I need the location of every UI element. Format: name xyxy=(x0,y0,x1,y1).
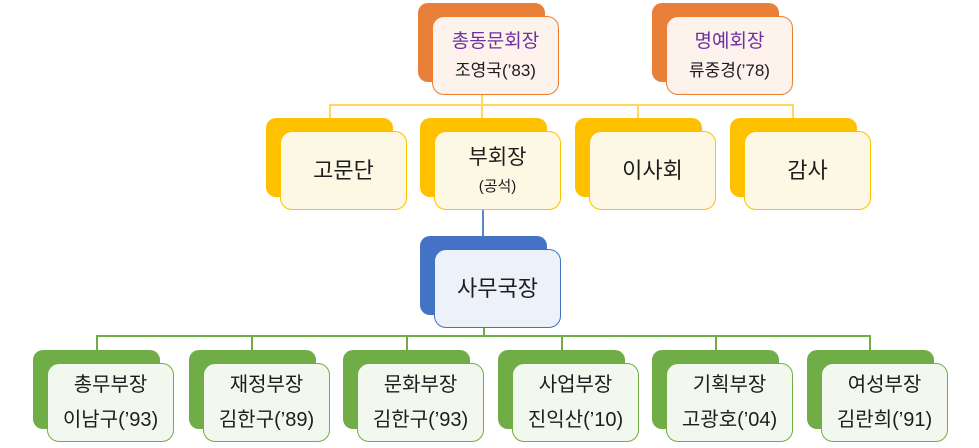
node-honorary-president[interactable]: 명예회장 류중경(’78) xyxy=(652,3,793,95)
node-subtitle: 김한구(’93) xyxy=(372,408,469,431)
connector-president-trunk xyxy=(481,95,483,118)
connector-drop-planning xyxy=(715,335,717,350)
node-subtitle: 김한구(’89) xyxy=(218,408,315,431)
node-auditor[interactable]: 감사 xyxy=(730,118,871,210)
node-card: 총동문회장 조영국(’83) xyxy=(432,16,559,95)
node-title: 총무부장 xyxy=(73,374,148,397)
node-title: 총동문회장 xyxy=(451,30,540,52)
connector-drop-general-affairs xyxy=(96,335,98,350)
connector-secretary xyxy=(482,210,484,237)
node-title: 기획부장 xyxy=(692,374,767,397)
connector-drop-board xyxy=(637,104,639,118)
connector-drop-womens xyxy=(869,335,871,350)
node-secretary-general[interactable]: 사무국장 xyxy=(420,236,561,328)
node-card: 여성부장 김란희(’91) xyxy=(821,363,948,442)
connector-drop-advisory xyxy=(329,104,331,118)
node-title: 사무국장 xyxy=(457,275,538,301)
node-general-affairs-director[interactable]: 총무부장 이남구(’93) xyxy=(33,350,174,442)
node-card: 이사회 xyxy=(589,131,716,210)
node-title: 문화부장 xyxy=(383,374,458,397)
node-card: 기획부장 고광호(’04) xyxy=(666,363,793,442)
node-card: 부회장 (공석) xyxy=(434,131,561,210)
node-title: 고문단 xyxy=(313,157,374,183)
node-title: 재정부장 xyxy=(229,374,304,397)
node-title: 감사 xyxy=(787,157,828,183)
node-card: 고문단 xyxy=(280,131,407,210)
node-subtitle: 진익산(’10) xyxy=(527,408,624,431)
node-card: 사업부장 진익산(’10) xyxy=(512,363,639,442)
node-subtitle: 조영국(’83) xyxy=(455,60,536,80)
node-culture-director[interactable]: 문화부장 김한구(’93) xyxy=(343,350,484,442)
node-advisory-group[interactable]: 고문단 xyxy=(266,118,407,210)
node-title: 사업부장 xyxy=(538,374,613,397)
node-card: 총무부장 이남구(’93) xyxy=(47,363,174,442)
node-subtitle: 이남구(’93) xyxy=(62,408,159,431)
node-subtitle: 김란희(’91) xyxy=(836,408,933,431)
node-womens-director[interactable]: 여성부장 김란희(’91) xyxy=(807,350,948,442)
node-subtitle: (공석) xyxy=(478,177,517,195)
connector-departments-horizontal xyxy=(96,335,871,337)
node-president[interactable]: 총동문회장 조영국(’83) xyxy=(418,3,559,95)
connector-drop-culture xyxy=(406,335,408,350)
node-title: 명예회장 xyxy=(694,30,765,52)
node-board-of-directors[interactable]: 이사회 xyxy=(575,118,716,210)
node-card: 문화부장 김한구(’93) xyxy=(357,363,484,442)
node-subtitle: 류중경(’78) xyxy=(689,60,770,80)
node-finance-director[interactable]: 재정부장 김한구(’89) xyxy=(189,350,330,442)
node-vice-president[interactable]: 부회장 (공석) xyxy=(420,118,561,210)
node-card: 재정부장 김한구(’89) xyxy=(203,363,330,442)
connector-drop-finance xyxy=(251,335,253,350)
connector-drop-auditor xyxy=(792,104,794,118)
node-card: 명예회장 류중경(’78) xyxy=(666,16,793,95)
node-title: 부회장 xyxy=(468,146,527,170)
node-card: 감사 xyxy=(744,131,871,210)
node-card: 사무국장 xyxy=(434,249,561,328)
connector-drop-business xyxy=(561,335,563,350)
node-business-director[interactable]: 사업부장 진익산(’10) xyxy=(498,350,639,442)
node-planning-director[interactable]: 기획부장 고광호(’04) xyxy=(652,350,793,442)
connector-row2-horizontal xyxy=(329,104,794,106)
node-title: 여성부장 xyxy=(847,374,922,397)
connector-secretary-trunk xyxy=(483,328,485,337)
node-subtitle: 고광호(’04) xyxy=(681,408,778,431)
node-title: 이사회 xyxy=(622,157,683,183)
